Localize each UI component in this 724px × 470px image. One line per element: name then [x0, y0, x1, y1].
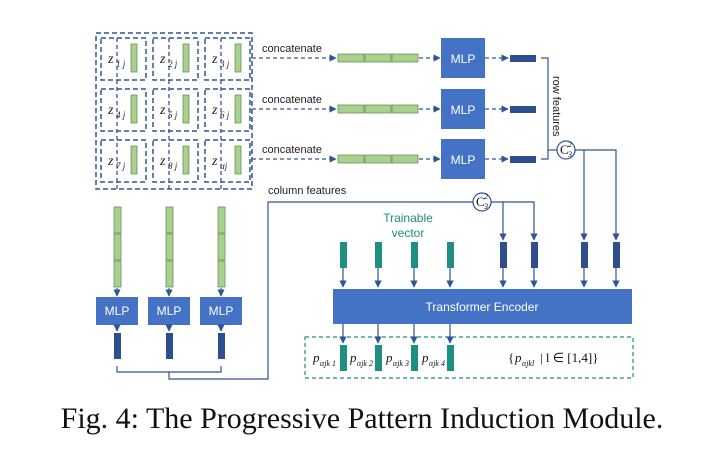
column-mlp-box	[148, 297, 190, 325]
combination-sub: 3	[483, 202, 488, 211]
column-pipeline-1: MLP	[96, 206, 138, 359]
mlp-label: MLP	[209, 304, 234, 318]
column-feature-token	[531, 242, 538, 268]
cell-label-z: z	[107, 154, 114, 169]
grid-cell-6: z 6 j	[204, 88, 251, 132]
row-mlp-box	[441, 89, 485, 129]
set-rest: | l ∈ [1,4]}	[540, 350, 598, 365]
trainable-token	[340, 242, 347, 268]
column-mlp-box	[200, 297, 242, 325]
output-sub: αjk 4	[429, 359, 445, 368]
output-token	[447, 345, 454, 371]
cell-label-z: z	[211, 52, 218, 67]
row-pipeline-1: concatenate MLP	[252, 38, 536, 78]
grid-cell-9: z αj	[204, 139, 251, 183]
output-dashed-box	[304, 336, 634, 379]
row-pipeline-3: concatenate MLP	[252, 139, 536, 179]
row-path-right	[575, 149, 620, 241]
figure-caption: Fig. 4: The Progressive Pattern Inductio…	[60, 402, 664, 435]
output-sub: αjk 2	[357, 359, 373, 368]
grid-outer-box	[95, 32, 253, 190]
row-feature-token	[581, 242, 588, 268]
cell-subscript: αj	[220, 161, 228, 171]
concatenate-label: concatenate	[262, 43, 322, 55]
row-features-label: row features	[550, 76, 562, 137]
grid-cell-8: z 8 j	[152, 139, 199, 183]
combination-symbol: C	[560, 142, 569, 157]
cell-subscript: 6 j	[220, 110, 230, 120]
output-token	[375, 345, 382, 371]
column-mlp-box	[96, 297, 138, 325]
cell-subscript: 4 j	[116, 110, 126, 120]
mlp-label: MLP	[451, 103, 476, 117]
output-p: p	[349, 350, 357, 365]
output-p: p	[385, 350, 393, 365]
concatenate-label: concatenate	[262, 94, 322, 106]
cell-label-z: z	[159, 103, 166, 118]
column-pipeline-2: MLP	[148, 206, 190, 359]
column-features-label: column features	[268, 185, 347, 197]
grid-cell-1: z 1 j	[100, 37, 147, 81]
cell-subscript: 1 j	[116, 59, 126, 69]
row-features-bracket	[541, 57, 549, 160]
output-label-4: p αjk 4	[421, 350, 445, 368]
row-mlp-box	[441, 139, 485, 179]
output-token	[340, 345, 347, 371]
output-label-2: p αjk 2	[349, 350, 373, 368]
cell-subscript: 7 j	[116, 161, 126, 171]
grid-cell-7: z 7 j	[100, 139, 147, 183]
grid-cell-3: z 3 j	[204, 37, 251, 81]
column-feature-token	[500, 242, 507, 268]
combination-sub: 3	[567, 150, 572, 159]
trainable-vector-label-line2: vector	[392, 226, 425, 240]
cell-label-z: z	[107, 103, 114, 118]
mlp-label: MLP	[105, 304, 130, 318]
output-set-notation: { p αjkl | l ∈ [1,4]}	[508, 350, 598, 368]
cell-label-z: z	[107, 52, 114, 67]
column-pipeline-3: MLP	[200, 206, 242, 359]
mlp-label: MLP	[451, 52, 476, 66]
grid-cell-2: z 2 j	[152, 37, 199, 81]
cell-subscript: 5 j	[168, 110, 178, 120]
cell-label-z: z	[159, 52, 166, 67]
grid-cell-5: z 5 j	[152, 88, 199, 132]
output-p: p	[421, 350, 429, 365]
cell-label-z: z	[211, 154, 218, 169]
grid-cell-4: z 4 j	[100, 88, 147, 132]
mlp-label: MLP	[157, 304, 182, 318]
trainable-token	[447, 242, 454, 268]
trainable-token	[411, 242, 418, 268]
diagram-canvas: z 1 j z 2 j z 3 j z 4 j z 5 j z 6 j z 7 …	[95, 32, 634, 380]
set-sub: αjkl	[522, 359, 535, 368]
output-sub: αjk 1	[320, 359, 336, 368]
row-pipeline-2: concatenate MLP	[252, 89, 536, 129]
mlp-label: MLP	[451, 153, 476, 167]
cell-label-z: z	[159, 154, 166, 169]
row-mlp-box	[441, 38, 485, 78]
transformer-encoder-label: Transformer Encoder	[426, 300, 539, 314]
output-label-3: p αjk 3	[385, 350, 409, 368]
set-p: p	[514, 350, 522, 365]
combination-sup: 2	[484, 192, 488, 201]
cell-subscript: 3 j	[219, 59, 230, 69]
set-open: {	[508, 350, 514, 365]
cell-label-z: z	[211, 103, 218, 118]
trainable-vector-label-line1: Trainable	[383, 211, 433, 225]
output-token	[411, 345, 418, 371]
row-feature-token	[613, 242, 620, 268]
output-label-1: p αjk 1	[312, 350, 336, 368]
col-path-right	[491, 201, 538, 241]
combination-sup: 2	[568, 140, 572, 149]
output-p: p	[312, 350, 320, 365]
output-sub: αjk 3	[393, 359, 409, 368]
cell-subscript: 8 j	[168, 161, 178, 171]
column-features-bracket	[116, 366, 222, 373]
trainable-token	[375, 242, 382, 268]
concatenate-label: concatenate	[262, 144, 322, 156]
transformer-encoder-box	[333, 289, 632, 324]
cell-subscript: 2 j	[168, 59, 178, 69]
combination-symbol: C	[476, 194, 485, 209]
column-features-path	[168, 201, 473, 380]
